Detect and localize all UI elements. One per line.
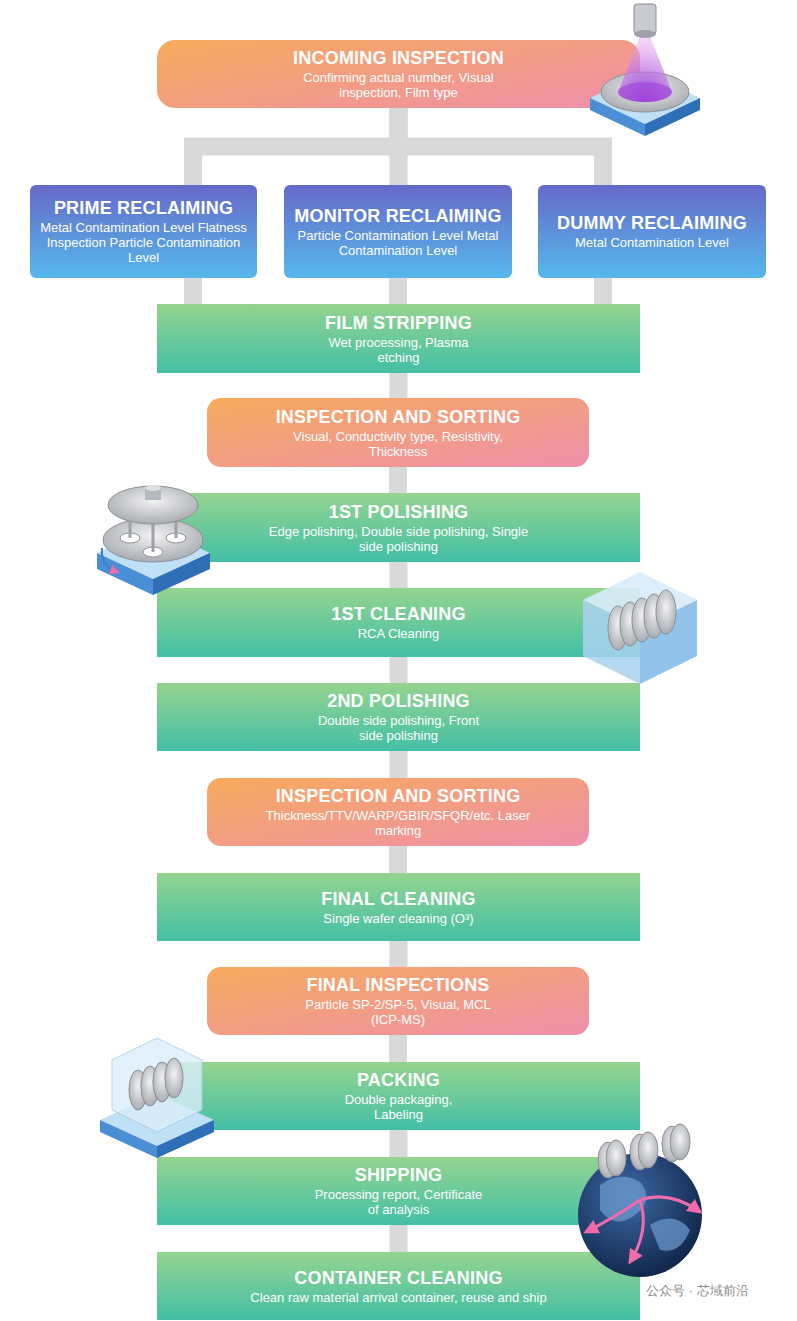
text-holder: FILM STRIPPINGWet processing, Plasma etc… bbox=[157, 308, 640, 370]
step-title: INSPECTION AND SORTING bbox=[276, 786, 521, 807]
flow-connector bbox=[184, 278, 202, 304]
branch-box: PRIME RECLAIMINGMetal Contamination Leve… bbox=[30, 185, 257, 278]
step-detail: Wet processing, Plasma etching bbox=[329, 335, 469, 365]
process-box: 2ND POLISHINGDouble side polishing, Fron… bbox=[157, 683, 640, 751]
step-title: CONTAINER CLEANING bbox=[294, 1268, 502, 1289]
text-holder: INCOMING INSPECTIONConfirming actual num… bbox=[157, 43, 640, 105]
step-title: 1ST POLISHING bbox=[329, 502, 469, 523]
step-detail: RCA Cleaning bbox=[358, 626, 440, 641]
flow-connector bbox=[390, 657, 408, 683]
branch-box: MONITOR RECLAIMINGParticle Contamination… bbox=[284, 185, 512, 278]
flow-connector bbox=[390, 751, 408, 778]
flow-connector bbox=[390, 1225, 408, 1252]
step-detail: Metal Contamination Level Flatness Inspe… bbox=[38, 220, 249, 265]
step-title: SHIPPING bbox=[355, 1165, 443, 1186]
watermark: 公众号 · 芯域前沿 bbox=[646, 1282, 749, 1300]
text-holder: CONTAINER CLEANINGClean raw material arr… bbox=[157, 1263, 640, 1310]
step-detail: Processing report, Certificate of analys… bbox=[314, 1187, 484, 1217]
process-box: FINAL CLEANINGSingle wafer cleaning (O³) bbox=[157, 873, 640, 941]
text-holder: 1ST POLISHINGEdge polishing, Double side… bbox=[157, 497, 640, 559]
flow-connector bbox=[389, 846, 407, 873]
text-holder: PACKINGDouble packaging, Labeling bbox=[157, 1065, 640, 1127]
inspection-box: INSPECTION AND SORTINGVisual, Conductivi… bbox=[207, 398, 589, 467]
text-holder: FINAL CLEANINGSingle wafer cleaning (O³) bbox=[157, 884, 640, 931]
step-title: FILM STRIPPING bbox=[325, 313, 472, 334]
text-holder: INSPECTION AND SORTINGThickness/TTV/WARP… bbox=[207, 781, 589, 843]
step-title: 1ST CLEANING bbox=[331, 604, 465, 625]
process-box: 1ST POLISHINGEdge polishing, Double side… bbox=[157, 493, 640, 562]
step-title: PACKING bbox=[357, 1070, 440, 1091]
process-box: PACKINGDouble packaging, Labeling bbox=[157, 1062, 640, 1130]
step-title: 2ND POLISHING bbox=[327, 691, 470, 712]
step-title: FINAL CLEANING bbox=[321, 889, 475, 910]
flow-connector bbox=[399, 108, 604, 185]
text-holder: DUMMY RECLAIMINGMetal Contamination Leve… bbox=[538, 208, 766, 255]
text-holder: INSPECTION AND SORTINGVisual, Conductivi… bbox=[207, 402, 589, 464]
step-title: DUMMY RECLAIMING bbox=[557, 213, 747, 234]
process-box: SHIPPINGProcessing report, Certificate o… bbox=[157, 1157, 640, 1225]
step-detail: Double side polishing, Front side polish… bbox=[314, 713, 484, 743]
inspection-box: INSPECTION AND SORTINGThickness/TTV/WARP… bbox=[207, 778, 589, 846]
process-box: FILM STRIPPINGWet processing, Plasma etc… bbox=[157, 304, 640, 373]
flow-connector bbox=[390, 562, 408, 588]
flow-connector bbox=[389, 1035, 407, 1062]
step-detail: Single wafer cleaning (O³) bbox=[323, 911, 473, 926]
flow-connector bbox=[594, 278, 612, 304]
text-holder: SHIPPINGProcessing report, Certificate o… bbox=[157, 1160, 640, 1222]
step-detail: Confirming actual number, Visual inspect… bbox=[274, 70, 524, 100]
text-holder: MONITOR RECLAIMINGParticle Contamination… bbox=[284, 201, 512, 263]
step-detail: Clean raw material arrival container, re… bbox=[250, 1290, 546, 1305]
step-title: MONITOR RECLAIMING bbox=[294, 206, 501, 227]
flow-connector bbox=[390, 941, 408, 967]
flow-connector bbox=[389, 467, 407, 493]
step-title: INSPECTION AND SORTING bbox=[276, 407, 521, 428]
step-detail: Thickness/TTV/WARP/GBIR/SFQR/etc. Laser … bbox=[248, 808, 548, 838]
step-title: FINAL INSPECTIONS bbox=[306, 975, 489, 996]
text-holder: 2ND POLISHINGDouble side polishing, Fron… bbox=[157, 686, 640, 748]
inspection-box: FINAL INSPECTIONSParticle SP-2/SP-5, Vis… bbox=[207, 967, 589, 1035]
step-detail: Particle Contamination Level Metal Conta… bbox=[292, 228, 504, 258]
step-detail: Metal Contamination Level bbox=[575, 235, 729, 250]
step-title: PRIME RECLAIMING bbox=[54, 198, 233, 219]
flow-connector bbox=[390, 373, 408, 398]
step-detail: Particle SP-2/SP-5, Visual, MCL (ICP-MS) bbox=[298, 997, 498, 1027]
text-holder: 1ST CLEANINGRCA Cleaning bbox=[157, 599, 640, 646]
text-holder: FINAL INSPECTIONSParticle SP-2/SP-5, Vis… bbox=[207, 970, 589, 1032]
process-box: CONTAINER CLEANINGClean raw material arr… bbox=[157, 1252, 640, 1320]
text-holder: PRIME RECLAIMINGMetal Contamination Leve… bbox=[30, 193, 257, 270]
step-detail: Double packaging, Labeling bbox=[329, 1092, 469, 1122]
flow-connector bbox=[193, 108, 399, 185]
step-title: INCOMING INSPECTION bbox=[293, 48, 504, 69]
inspection-box: INCOMING INSPECTIONConfirming actual num… bbox=[157, 40, 640, 108]
flow-connector bbox=[390, 1130, 408, 1157]
process-box: 1ST CLEANINGRCA Cleaning bbox=[157, 588, 640, 657]
step-detail: Visual, Conductivity type, Resistivity, … bbox=[293, 429, 503, 459]
step-detail: Edge polishing, Double side polishing, S… bbox=[264, 524, 534, 554]
branch-box: DUMMY RECLAIMINGMetal Contamination Leve… bbox=[538, 185, 766, 278]
flow-connector bbox=[389, 278, 407, 304]
